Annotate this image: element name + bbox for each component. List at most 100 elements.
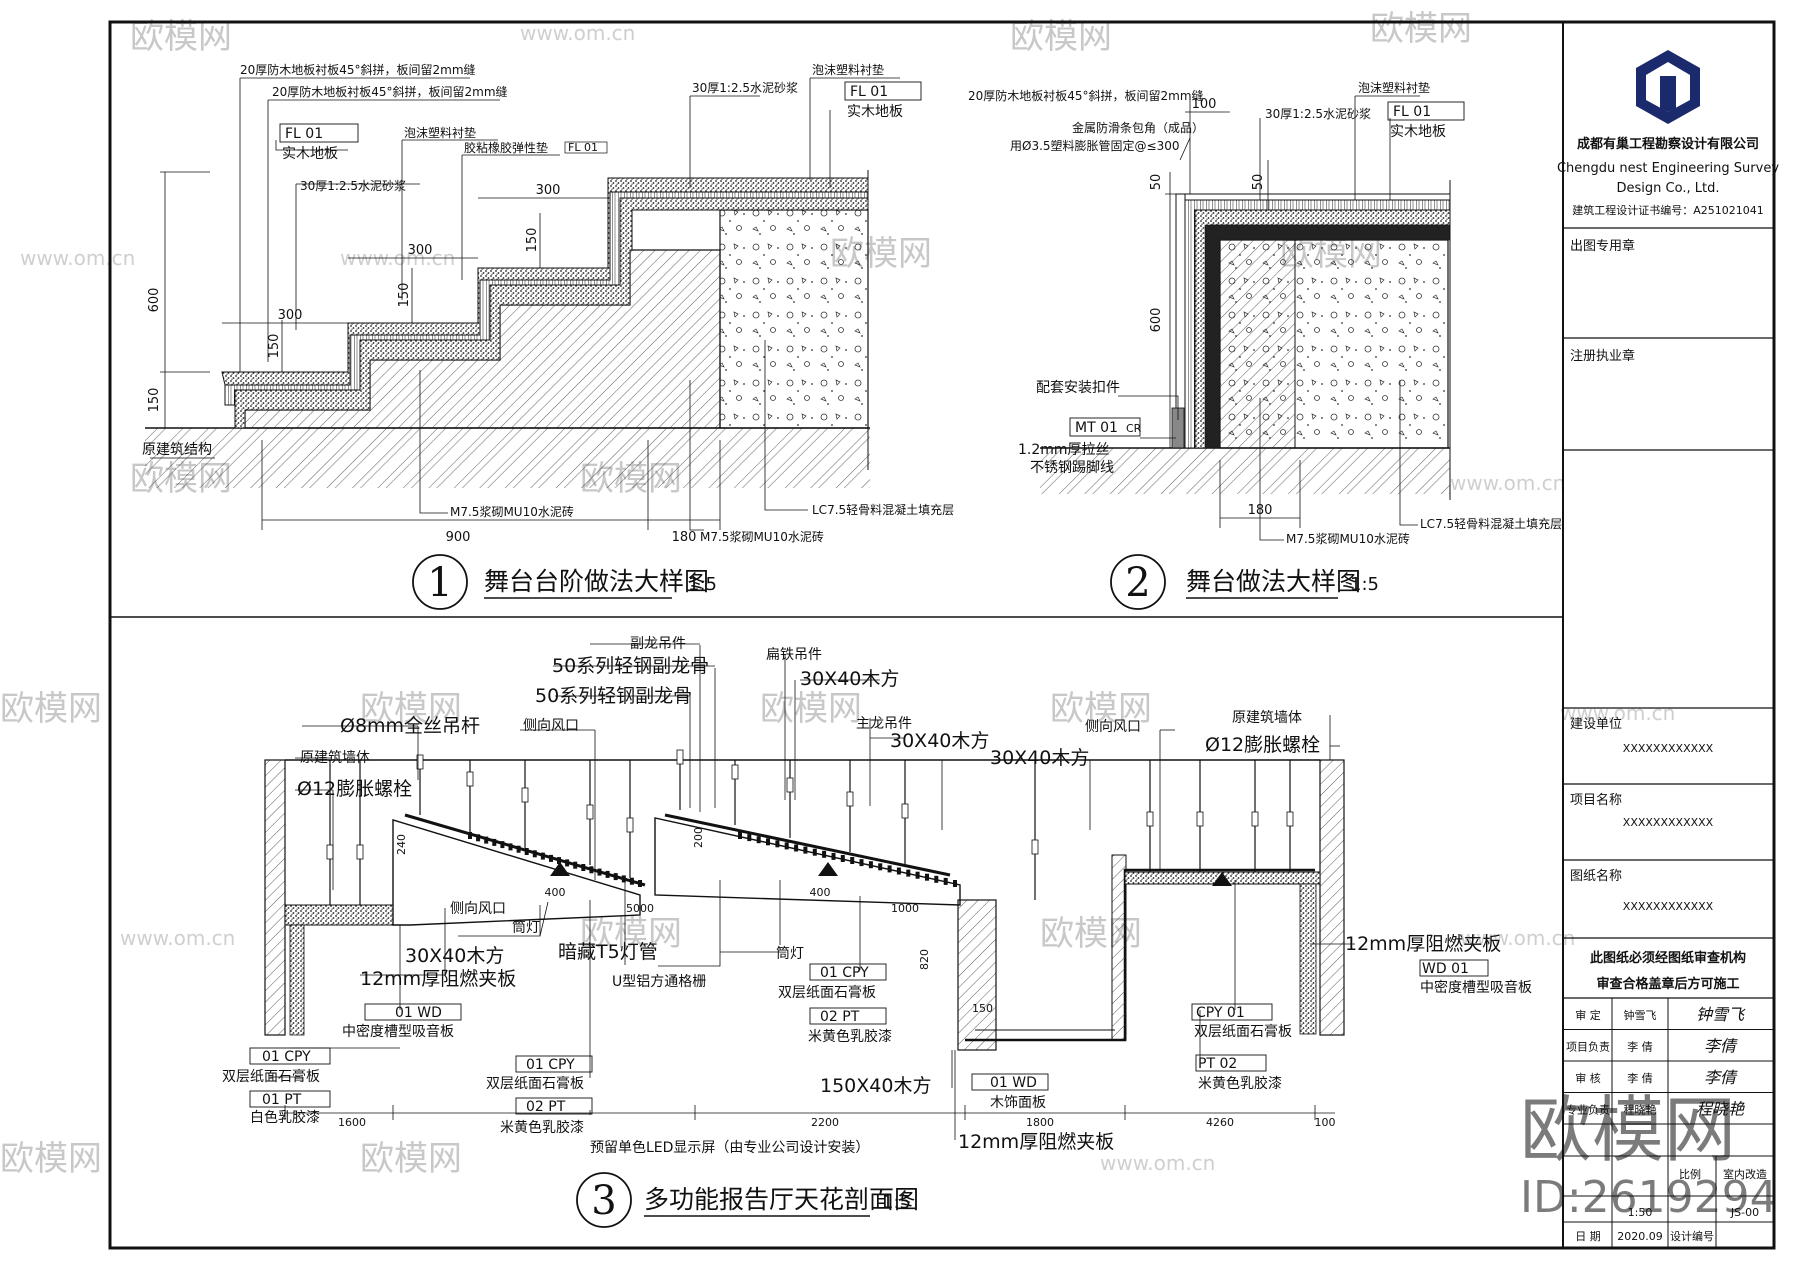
dim-1800: 1800	[1026, 1116, 1054, 1129]
watermark-text: www.om.cn	[1450, 471, 1565, 495]
d3-label-u-grille: U型铝方通格栅	[612, 974, 706, 990]
tb-company-en-2: Design Co., Ltd.	[1617, 181, 1720, 196]
d3-tag-wd-c: 01 WD	[990, 1075, 1037, 1091]
tb-drawing-label: 图纸名称	[1570, 868, 1622, 884]
d3-tag-cpy-c: 01 CPY	[820, 965, 869, 981]
tb-role: 审 定	[1575, 1008, 1601, 1022]
d2-label-skirting-1: 1.2mm厚拉丝	[1018, 442, 1110, 458]
watermark-text: www.om.cn	[520, 21, 635, 45]
grille-slat	[484, 836, 489, 844]
d3-label-board12-b: 12mm厚阻燃夹板	[1345, 933, 1501, 955]
d3-label-keel50-b: 50系列轻钢副龙骨	[535, 685, 692, 707]
detail-3-number: 3	[591, 1178, 616, 1224]
rod-clip	[416, 754, 424, 770]
grille-slat	[766, 838, 770, 846]
watermark-text: 欧模网	[360, 1139, 462, 1179]
dim-5000: 5000	[626, 902, 654, 915]
sheet-border	[108, 20, 1776, 1250]
rod-clip	[356, 844, 364, 860]
rod-clip	[466, 771, 474, 787]
grille-slat	[812, 848, 817, 856]
tb-company-cn: 成都有巢工程勘察设计有限公司	[1577, 136, 1759, 152]
watermark-text: www.om.cn	[1460, 926, 1575, 950]
title-block: 成都有巢工程勘察设计有限公司 Chengdu nest Engineering …	[1557, 50, 1779, 1248]
grille-slat	[492, 838, 497, 846]
tb-project-label: 项目名称	[1570, 792, 1622, 808]
d3-tag-wd-b: WD 01	[1422, 961, 1469, 977]
dim-100-d3: 100	[1315, 1116, 1336, 1129]
detail-3-ceiling-section: 1600 2200 1800 4260 100 400 400 5000 100…	[222, 636, 1532, 1228]
watermark-text: www.om.cn	[1560, 701, 1675, 725]
d3-label-side-vent-c: 侧向风口	[450, 901, 506, 917]
detail-3-scale: 1:5	[882, 1192, 911, 1213]
rod-clip	[676, 749, 684, 765]
grille-slat	[822, 850, 827, 858]
d3-label-rod: Ø8mm全丝吊杆	[340, 715, 480, 737]
d3-label-wood15040: 150X40木方	[820, 1075, 931, 1097]
tb-role: 项目负责	[1566, 1040, 1610, 1054]
dim-600-d2: 600	[1149, 308, 1164, 333]
watermark-text: 欧模网	[1010, 17, 1112, 57]
d3-label-white-latex: 白色乳胶漆	[250, 1109, 320, 1126]
dim-step-2: 150	[397, 283, 412, 308]
grille-slat	[925, 873, 929, 881]
d3-label-wood3040-c: 30X40木方	[990, 747, 1089, 769]
tb-client-label: 建设单位	[1570, 717, 1622, 732]
rod-clip	[786, 777, 794, 793]
grille-slat	[621, 875, 626, 883]
d3-label-sub-hanger: 副龙吊件	[630, 636, 686, 652]
detail-1-scale: 1:5	[688, 574, 717, 595]
watermark-text: 欧模网	[1050, 689, 1152, 729]
tb-role-name: 程晓艳	[1624, 1103, 1657, 1117]
d3-label-wood3040-a: 30X40木方	[800, 668, 899, 690]
detail-3-title: 多功能报告厅天花剖面图	[644, 1185, 919, 1214]
grille-slat	[831, 852, 836, 860]
d3-label-side-vent-b: 侧向风口	[1085, 719, 1141, 735]
label-foam-b: 泡沫塑料衬垫	[812, 62, 884, 77]
d3-label-flat-iron: 扁铁吊件	[766, 647, 822, 663]
d3-label-board12-c: 12mm厚阻燃夹板	[958, 1131, 1114, 1153]
label-brick-b: M7.5浆砌MU10水泥砖	[700, 529, 824, 544]
watermark-id: ID:2619294	[1520, 1172, 1778, 1223]
grille-slat	[878, 863, 883, 871]
grille-slat	[784, 842, 789, 850]
d3-label-orig-wall-a: 原建筑墙体	[300, 750, 370, 766]
tb-notice-2: 审查合格盖章后方可施工	[1596, 976, 1739, 992]
tb-role-name: 李 倩	[1627, 1071, 1653, 1085]
d3-label-beige-b: 米黄色乳胶漆	[808, 1028, 892, 1045]
tb-company-en-1: Chengdu nest Engineering Survey	[1557, 161, 1779, 176]
tb-notice-1: 此图纸必须经图纸审查机构	[1590, 950, 1746, 966]
rod-clip	[1146, 811, 1154, 827]
dim-2200: 2200	[811, 1116, 839, 1129]
tb-role-name: 钟雪飞	[1624, 1008, 1657, 1022]
grille-slat	[573, 861, 578, 869]
label-wood-floor-a: 实木地板	[282, 146, 338, 162]
d3-tag-wd-a: 01 WD	[395, 1005, 442, 1021]
tb-code-label: 设计编号	[1670, 1229, 1714, 1243]
tb-date-value: 2020.09	[1617, 1230, 1663, 1243]
grille-slat	[859, 859, 864, 867]
d3-label-mdf-b: 中密度槽型吸音板	[1420, 979, 1532, 996]
grille-slat	[915, 871, 920, 879]
tb-cert: 建筑工程设计证书编号：A251021041	[1572, 203, 1764, 217]
tb-project-value: XXXXXXXXXXXX	[1623, 816, 1714, 829]
d2-label-metal-1: 金属防滑条包角（成品）	[1072, 120, 1204, 135]
d2-label-metal-2: 用Ø3.5塑料膨胀管固定@≤300	[1010, 138, 1180, 153]
tb-client-value: XXXXXXXXXXXX	[1623, 742, 1714, 755]
grille-slat	[906, 869, 911, 877]
dim-1600: 1600	[338, 1116, 366, 1129]
tb-signature: 程晓艳	[1696, 1100, 1745, 1119]
dim-tread-1: 300	[278, 308, 303, 323]
tb-drawing-value: XXXXXXXXXXXX	[1623, 900, 1714, 913]
dim-50-b: 50	[1251, 174, 1266, 191]
d3-tag-pt-d: PT 02	[1198, 1056, 1237, 1072]
grille-slat	[613, 873, 618, 881]
d3-label-gyp-a: 双层纸面石膏板	[222, 1068, 320, 1085]
rod-clip	[1251, 811, 1259, 827]
rod-clip	[1286, 811, 1294, 827]
grille-slat	[638, 880, 642, 887]
grille-slat	[803, 846, 808, 854]
d3-label-beige-a: 米黄色乳胶漆	[500, 1119, 584, 1136]
watermark-text: 欧模网	[0, 1139, 102, 1179]
